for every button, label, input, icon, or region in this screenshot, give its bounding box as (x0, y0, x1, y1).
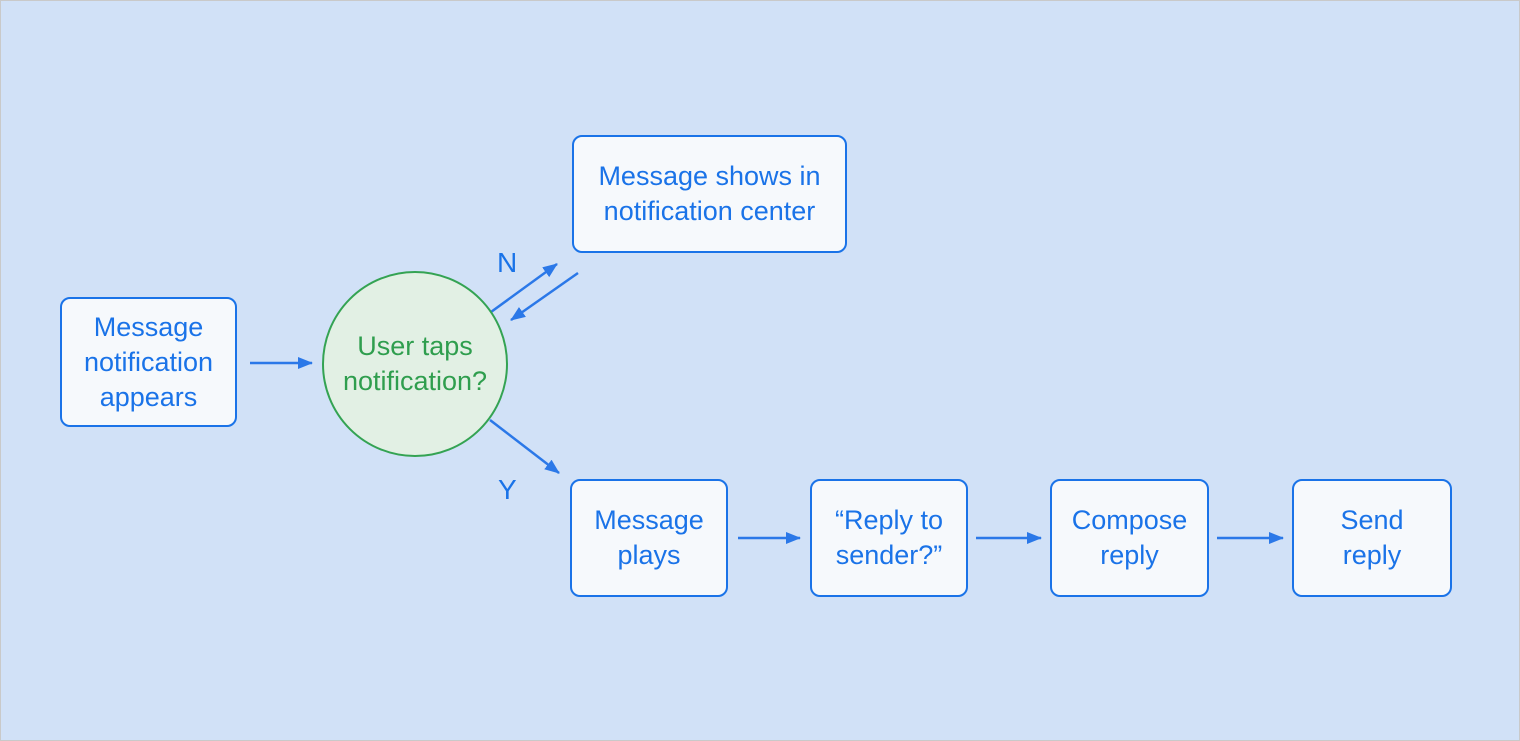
node-label: Message shows in notification center (598, 161, 821, 226)
node-label: User taps notification? (342, 331, 488, 396)
edge-label-n: N (497, 247, 518, 278)
node-label: Compose reply (1071, 505, 1188, 570)
node-label: Message plays (594, 505, 704, 570)
node-compose-reply: Compose reply (1050, 479, 1209, 597)
node-send-reply: Send reply (1292, 479, 1452, 597)
node-reply-to-sender: “Reply to sender?” (810, 479, 968, 597)
node-label: Message notification appears (83, 311, 214, 412)
node-message-notification-appears: Message notification appears (60, 297, 237, 427)
node-message-plays: Message plays (570, 479, 728, 597)
node-message-shows-in-notification-center: Message shows in notification center (572, 135, 847, 253)
edge-label-y: Y (498, 474, 517, 505)
node-label: “Reply to sender?” (834, 505, 944, 570)
node-user-taps-notification: User taps notification? (322, 271, 508, 457)
edge-notification-center-to-decision (510, 271, 579, 322)
edge-decision-to-message-plays (489, 419, 560, 474)
node-label: Send reply (1340, 505, 1404, 570)
